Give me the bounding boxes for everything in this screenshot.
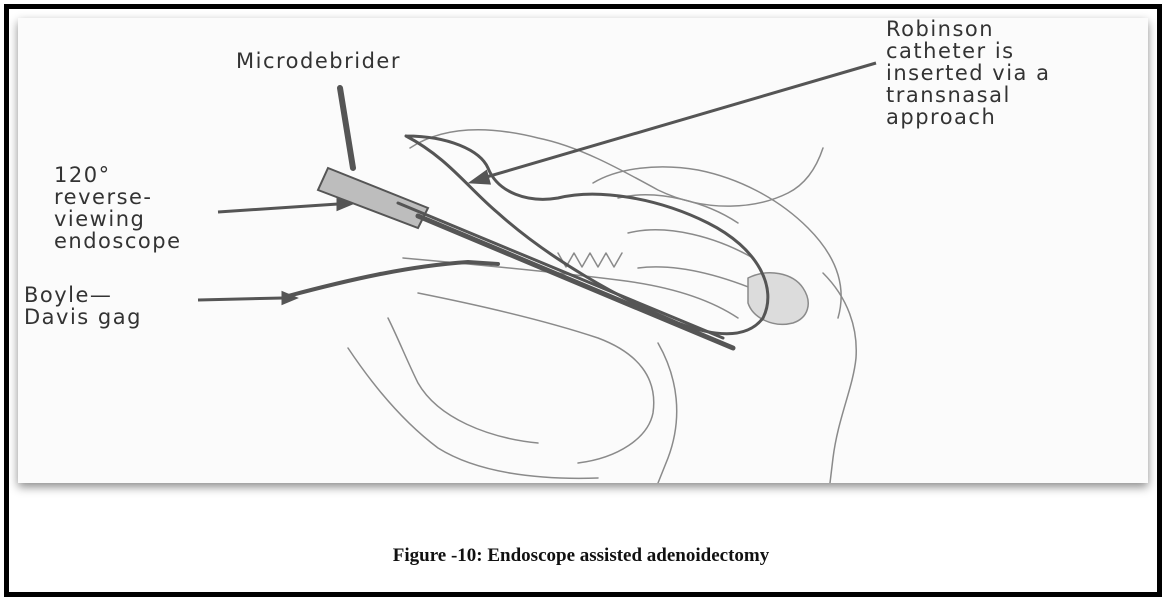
- microdebrider-shaft: [340, 88, 353, 168]
- gag-leader: [198, 298, 283, 300]
- gag-line-2: Davis gag: [24, 306, 142, 328]
- catheter-label: Robinson catheter is inserted via a tran…: [886, 18, 1050, 128]
- catheter-leader: [483, 63, 876, 178]
- gag-line-1: Boyle—: [24, 284, 142, 306]
- endoscope-line-4: endoscope: [54, 230, 182, 252]
- endoscope-label: 120° reverse- viewing endoscope: [54, 164, 182, 252]
- adenoid: [748, 273, 808, 325]
- microdebrider-label: Microdebrider: [236, 50, 401, 72]
- catheter-line-4: transnasal: [886, 84, 1050, 106]
- endoscope-shaft: [418, 216, 733, 348]
- catheter-line-3: inserted via a: [886, 62, 1050, 84]
- jaw: [348, 348, 598, 478]
- catheter-line-2: catheter is: [886, 40, 1050, 62]
- boyle-davis-gag: [288, 262, 498, 296]
- gag-label: Boyle— Davis gag: [24, 284, 142, 328]
- endoscope-leader: [218, 204, 338, 212]
- endoscope-line-2: reverse-: [54, 186, 182, 208]
- endoscope-line-1: 120°: [54, 164, 182, 186]
- neck-outline: [658, 343, 677, 483]
- catheter-line-1: Robinson: [886, 18, 1050, 40]
- microdebrider-text: Microdebrider: [236, 50, 401, 72]
- microdebrider-blade: [398, 203, 723, 338]
- illustration-panel: Microdebrider 120° reverse- viewing endo…: [18, 18, 1148, 483]
- tongue: [418, 293, 654, 463]
- catheter-line-5: approach: [886, 106, 1050, 128]
- pharyngeal-wall: [823, 273, 856, 483]
- figure-caption: Figure -10: Endoscope assisted adenoidec…: [0, 545, 1162, 567]
- endoscope-handle: [318, 168, 428, 228]
- endoscope-line-3: viewing: [54, 208, 182, 230]
